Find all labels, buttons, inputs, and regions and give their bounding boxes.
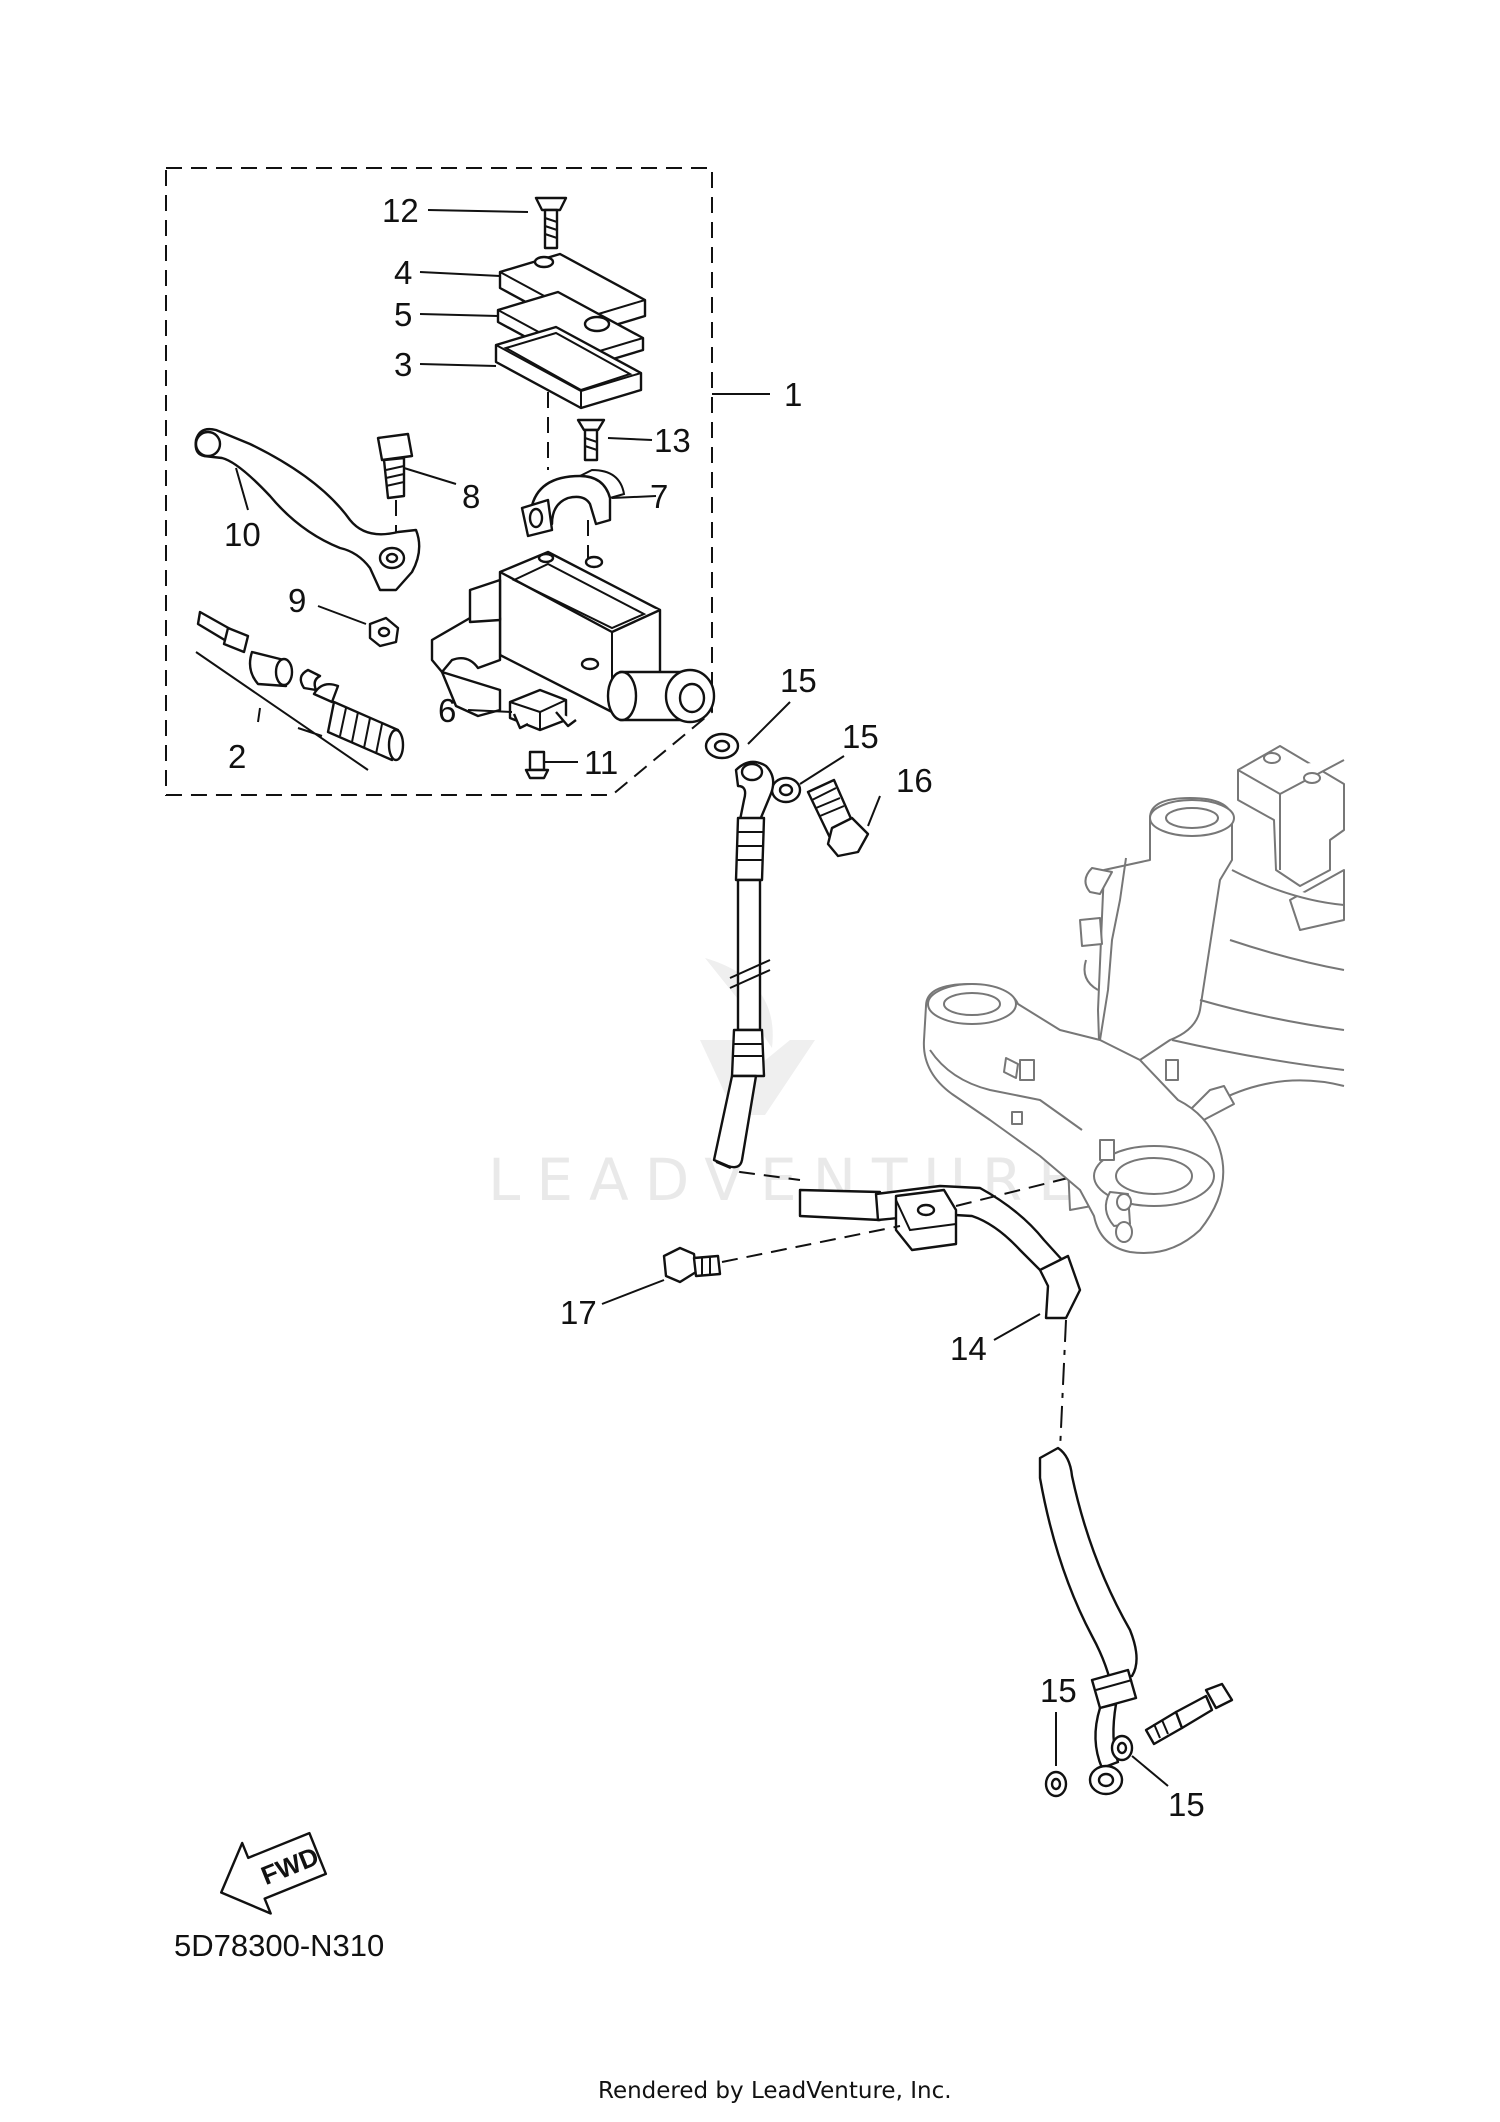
washer-15-lower-b <box>1110 1734 1134 1762</box>
callout-numbers: 12 4 5 3 1 13 8 7 10 9 6 2 11 15 15 16 1… <box>224 192 1205 1823</box>
screw-12 <box>534 196 568 250</box>
nut-9 <box>368 616 400 648</box>
washer-15-lower-a <box>1044 1770 1068 1798</box>
callout-9: 9 <box>288 582 306 619</box>
union-bolt-16 <box>806 778 870 858</box>
screw-13 <box>576 418 606 462</box>
piston-kit-2 <box>196 610 405 762</box>
pivot-bolt-8 <box>376 432 414 540</box>
diagram-code: 5D78300-N310 <box>174 1928 384 1963</box>
callout-15-lower-a: 15 <box>1040 1672 1077 1709</box>
callout-11: 11 <box>584 744 618 781</box>
callout-7: 7 <box>650 478 668 515</box>
cap-to-body-line <box>547 392 589 560</box>
callout-2: 2 <box>228 738 246 775</box>
brake-switch-6 <box>508 688 577 732</box>
diaphragm-3 <box>494 325 643 410</box>
callout-14: 14 <box>950 1330 987 1367</box>
fwd-arrow-icon: FWD <box>220 1831 328 1915</box>
callout-1: 1 <box>784 376 802 413</box>
callout-17: 17 <box>560 1294 597 1331</box>
callout-4: 4 <box>394 254 412 291</box>
hose-bracket <box>894 1188 958 1252</box>
callout-6: 6 <box>438 692 456 729</box>
piston-kit-bracket <box>195 651 369 771</box>
leader-lines <box>235 209 1169 1787</box>
bolt-17 <box>662 1246 722 1284</box>
hose-to-hose-line <box>715 1161 801 1181</box>
callout-13: 13 <box>654 422 691 459</box>
union-bolt-lower <box>1144 1682 1234 1746</box>
assembly-boundary <box>165 167 713 796</box>
callout-15-upper-a: 15 <box>780 662 817 699</box>
brake-hose-14 <box>712 760 1138 1796</box>
brake-lever-10 <box>194 427 421 592</box>
hose-continuation-line <box>1059 1319 1067 1451</box>
callout-10: 10 <box>224 516 261 553</box>
washer-15-upper-b <box>770 776 802 804</box>
callout-15-upper-b: 15 <box>842 718 879 755</box>
holder-clamp-7 <box>520 468 626 538</box>
callout-3: 3 <box>394 346 412 383</box>
callout-5: 5 <box>394 296 412 333</box>
callout-8: 8 <box>462 478 480 515</box>
screw-11 <box>524 750 550 780</box>
washer-15-upper-a <box>704 732 740 760</box>
callout-15-lower-b: 15 <box>1168 1786 1205 1823</box>
master-cylinder-body-1 <box>430 550 716 724</box>
bolt-to-bracket-line <box>721 1225 901 1263</box>
steering-frame <box>922 745 1345 1254</box>
footer-credit: Rendered by LeadVenture, Inc. <box>598 2078 952 2104</box>
callout-16: 16 <box>896 762 933 799</box>
callout-12: 12 <box>382 192 419 229</box>
